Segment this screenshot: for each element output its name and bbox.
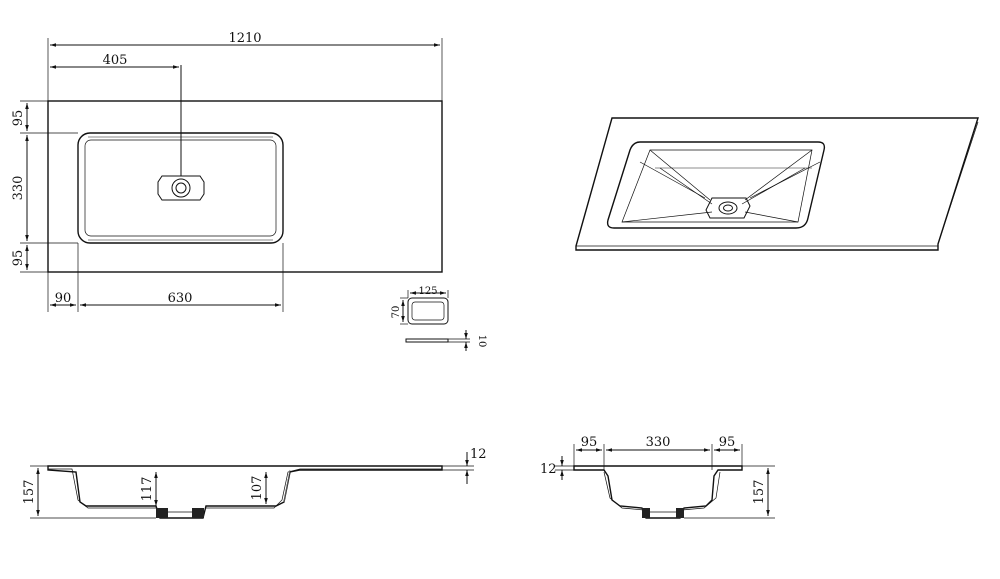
front-section-profile (47, 465, 443, 519)
dim-side-slab: 12 (540, 462, 557, 477)
dim-front-slab: 12 (470, 447, 487, 462)
front-section: 117 107 157 12 (22, 447, 487, 519)
overflow-cover-detail: 125 70 10 (391, 286, 487, 351)
dim-basin-depth: 330 (11, 176, 26, 201)
basin-perspective (606, 141, 826, 229)
dim-margin-left: 90 (55, 291, 72, 306)
dim-margin-top: 95 (11, 110, 26, 127)
dim-front-height: 157 (22, 480, 37, 505)
dim-cover-height: 70 (391, 306, 402, 319)
dim-total-width: 1210 (228, 31, 261, 46)
dim-depth-a: 117 (140, 477, 155, 502)
dim-cover-width: 125 (418, 286, 437, 297)
perspective-view (575, 117, 979, 251)
dim-cover-thickness: 10 (476, 335, 487, 348)
countertop-outline (47, 100, 443, 273)
dim-margin-bottom: 95 (11, 250, 26, 267)
dim-side-height: 157 (752, 480, 767, 505)
top-view: 1210 405 95 330 95 90 630 (11, 31, 443, 312)
dim-side-margin-front: 95 (581, 435, 598, 450)
dim-side-basin-depth: 330 (646, 435, 671, 450)
dim-basin-width: 630 (168, 291, 193, 306)
overflow-cover-outline (407, 297, 449, 325)
drain-icon (157, 175, 205, 201)
dim-depth-b: 107 (250, 476, 265, 501)
dim-side-margin-back: 95 (719, 435, 736, 450)
side-section: 95 330 95 12 157 (540, 435, 775, 519)
dim-drain-offset: 405 (103, 53, 128, 68)
drain-perspective-icon (705, 197, 751, 219)
